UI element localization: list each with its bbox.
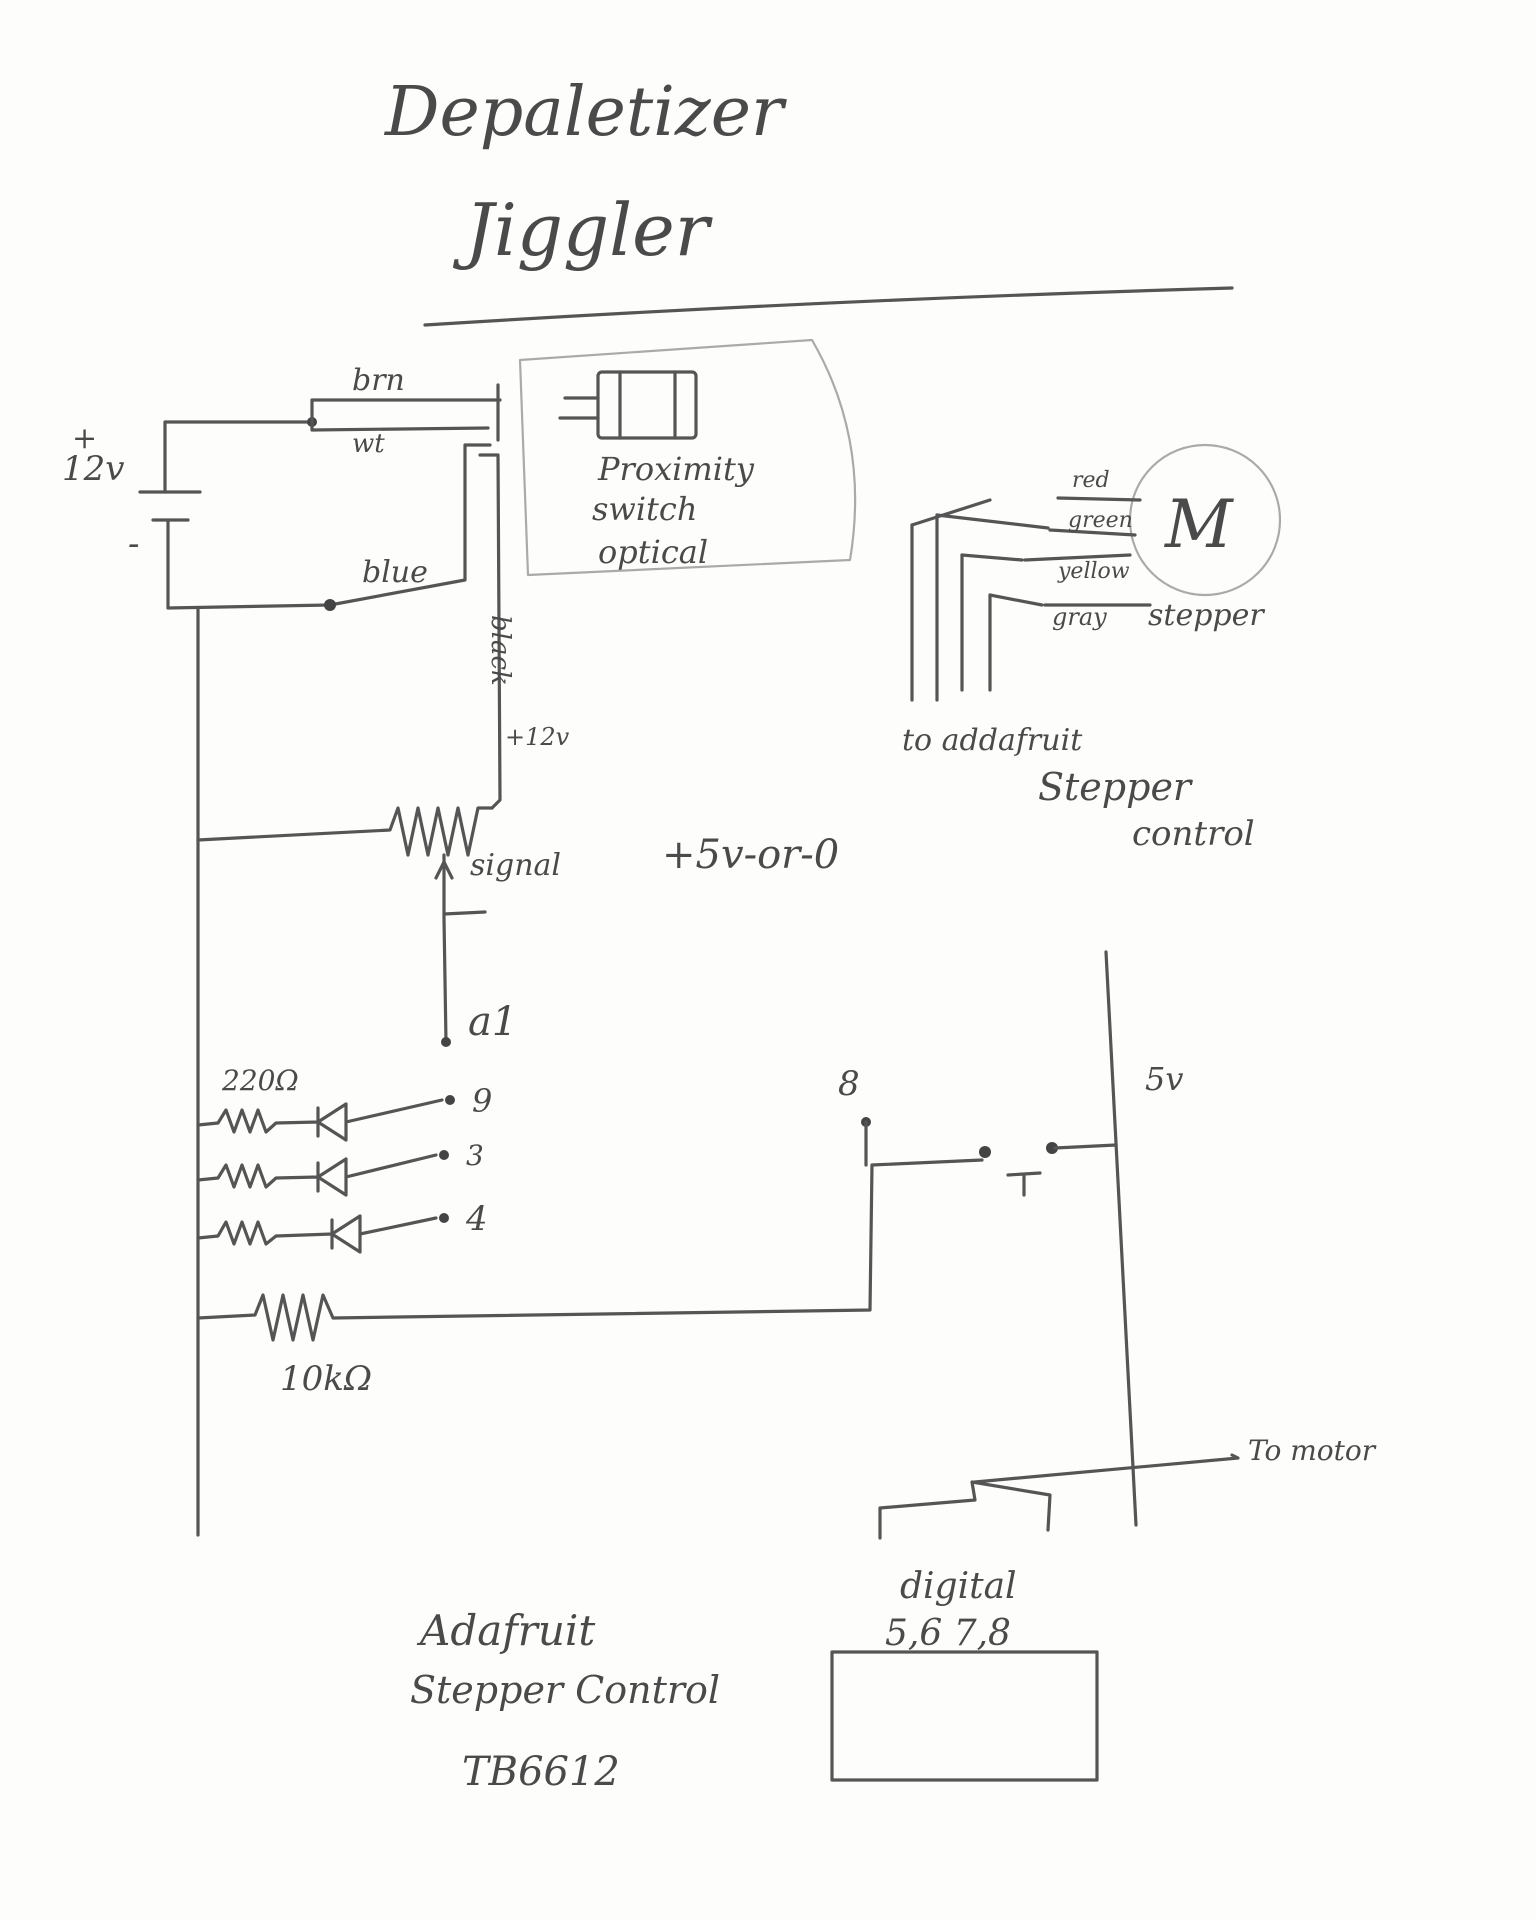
controller-header-label: digital [900,1566,1017,1607]
to-motor-label: To motor [1248,1434,1377,1467]
battery-negative-lead [166,518,332,610]
sensor-outline [518,338,857,577]
switch-to-5v [1053,1143,1118,1150]
pulldown-resistor [196,1158,984,1342]
a1-node [441,1037,451,1047]
pulldown-value: 10kΩ [280,1359,372,1399]
to-motor-wire [973,1453,1240,1484]
sensor-label-2: switch [592,490,697,528]
sensor-lens [558,370,677,440]
controller-header-lead [878,1480,1052,1540]
title-underline [423,286,1234,327]
signal-note: +5v-or-0 [662,832,839,878]
motor-circle [1128,443,1282,597]
motor-down-leads [910,513,992,702]
caption-line2: Stepper Control [410,1668,720,1712]
switch-contact-left [979,1146,991,1158]
brown-wire [310,398,502,424]
blue-node [324,599,336,611]
battery-positive-lead [163,420,312,494]
signal-wire [442,853,448,1044]
motor-wire-green: green [1068,508,1133,533]
sensor-label-3: optical [598,533,708,571]
controller-pins-label: 5,6 7,8 [885,1613,1011,1654]
motor-bend-leads [910,498,1050,607]
led-branch-3 [196,1153,438,1197]
5v-rail [1104,950,1138,1527]
5v-label: 5v [1145,1060,1183,1098]
signal-label: signal [470,848,561,883]
pin-8-label: 8 [838,1064,860,1104]
pin-4-label: 4 [465,1199,488,1239]
black-wire [478,453,502,810]
led-branch-9 [196,1098,444,1142]
to-controller-label-2: Stepper [1038,765,1194,809]
to-controller-label-3: control [1132,814,1255,854]
white-wire-label: wt [352,429,385,459]
battery-minus: - [128,524,140,564]
battery-plus: + [72,421,97,456]
black-wire-label: black [485,615,515,686]
switch-actuator [1006,1171,1042,1197]
switch-contact-right [1046,1142,1058,1154]
pin-3-label: 3 [466,1139,484,1172]
motor-stub-leads [1023,496,1152,607]
motor-wire-red: red [1072,468,1110,493]
blue-wire [328,443,492,607]
led-branch-4 [196,1214,438,1254]
motor-stepper-label: stepper [1148,598,1265,633]
motor-symbol: M [1164,486,1234,563]
signal-tap [442,910,487,916]
title-line2: Jiggler [452,188,713,272]
caption-line1: Adafruit [416,1606,595,1655]
battery-voltage: 12v [62,449,124,489]
led-resistor-value: 220Ω [221,1064,299,1097]
title-line1: Depaletizer [383,73,787,152]
sensor-body [596,370,698,440]
pin-9-node [445,1095,455,1105]
wiper-arrow [434,860,454,880]
blue-wire-label: blue [362,555,428,590]
pin-a1-label: a1 [468,999,517,1045]
motor-wire-gray: gray [1052,603,1107,631]
to-controller-label-1: to addafruit [902,723,1083,758]
brown-wire-label: brn [352,363,405,398]
motor-wire-yellow: yellow [1057,559,1130,584]
potentiometer [196,806,494,857]
pin-4-node [439,1213,449,1223]
white-wire [310,420,490,432]
pin-9-label: 9 [472,1082,492,1120]
pin-3-node [439,1150,449,1160]
controller-box [830,1650,1099,1782]
sensor-label-1: Proximity [597,450,755,488]
caption-line3: TB6612 [462,1749,620,1795]
plus12v-label: +12v [505,723,570,751]
